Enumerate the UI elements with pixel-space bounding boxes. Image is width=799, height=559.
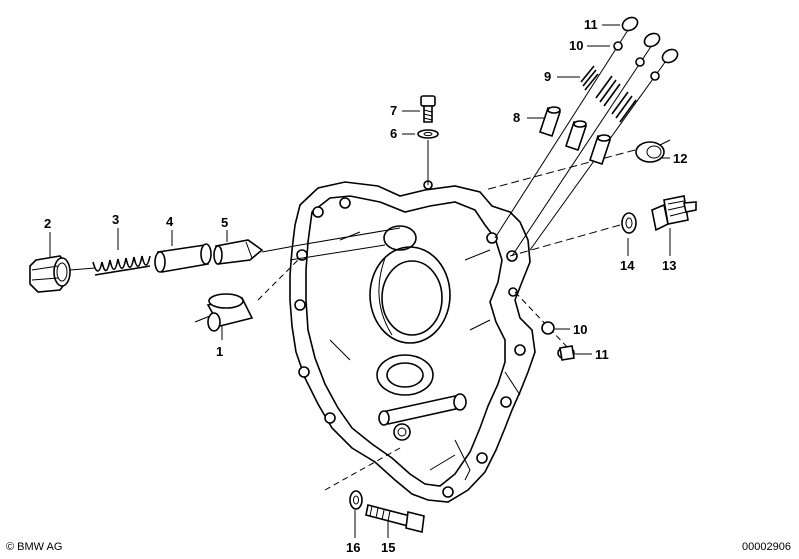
part-16-washer xyxy=(349,490,363,510)
part-5-pin xyxy=(213,239,264,265)
callout-7: 7 xyxy=(390,103,397,118)
callout-8: 8 xyxy=(513,110,520,125)
document-number: 00002906 xyxy=(742,541,791,553)
part-10-balls-upper xyxy=(613,41,660,81)
part-7-screw xyxy=(420,95,436,123)
part-11-plug-lower xyxy=(557,345,575,361)
part-12-seal xyxy=(635,141,665,163)
callout-11-lower: 11 xyxy=(595,347,609,362)
part-1-bushing xyxy=(206,293,254,332)
part-8-sleeves xyxy=(538,106,612,166)
part-3-spring xyxy=(92,255,151,276)
callout-12: 12 xyxy=(673,151,687,166)
callout-9: 9 xyxy=(544,69,551,84)
part-11-plugs-upper xyxy=(621,16,679,64)
callout-6: 6 xyxy=(390,126,397,141)
callout-11-upper: 11 xyxy=(584,17,598,32)
callout-10-lower: 10 xyxy=(573,322,587,337)
part-14-washer xyxy=(621,212,637,234)
callout-3: 3 xyxy=(112,212,119,227)
callout-15: 15 xyxy=(381,540,395,555)
part-2-cap xyxy=(29,255,71,293)
part-13-switch xyxy=(651,195,697,232)
part-10-ball-lower xyxy=(541,321,555,335)
leader-lines xyxy=(49,24,671,538)
copyright-notice: © BMW AG xyxy=(6,541,63,553)
callout-10-upper: 10 xyxy=(569,38,583,53)
part-15-bolt xyxy=(365,504,425,533)
callout-5: 5 xyxy=(221,215,228,230)
callout-4: 4 xyxy=(166,214,174,229)
gearbox-housing xyxy=(289,180,536,503)
callout-13: 13 xyxy=(662,258,676,273)
part-6-washer xyxy=(417,129,439,139)
callout-16: 16 xyxy=(346,540,360,555)
part-9-springs xyxy=(580,65,637,123)
callout-2: 2 xyxy=(44,216,51,231)
callout-14: 14 xyxy=(620,258,635,273)
part-4-sleeve xyxy=(154,243,212,273)
callout-labels: 2 3 4 5 1 7 6 8 9 10 11 12 14 13 10 11 1… xyxy=(44,17,687,555)
callout-1: 1 xyxy=(216,344,223,359)
